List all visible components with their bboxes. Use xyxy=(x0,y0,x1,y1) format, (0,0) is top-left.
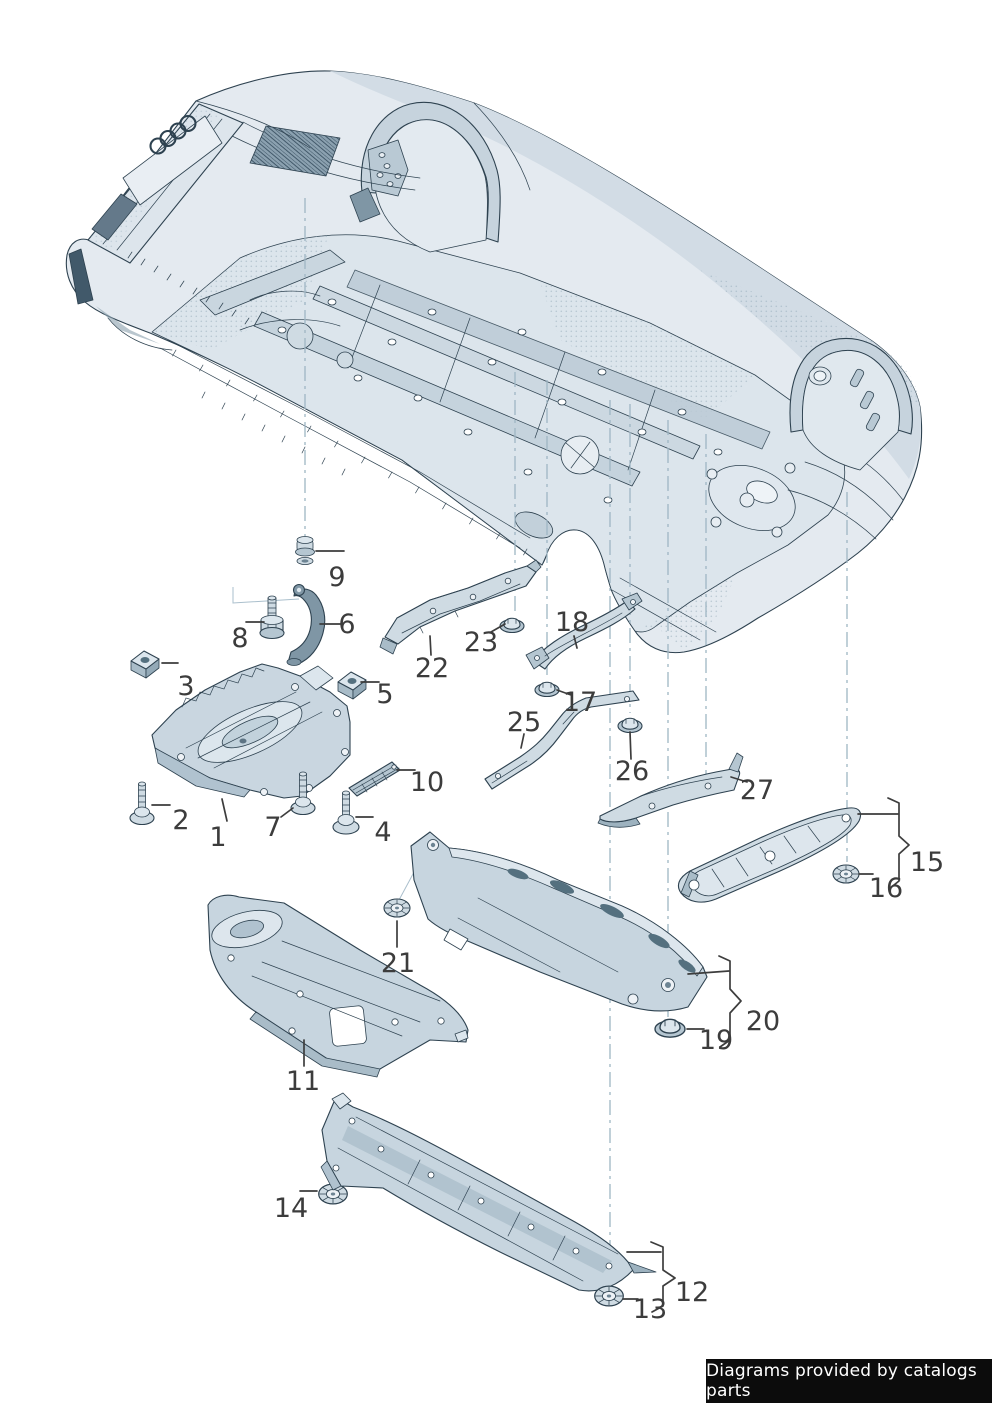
part-18-bracket xyxy=(525,592,643,670)
part-12-underbody-panel-rear xyxy=(320,1092,657,1292)
part-15-underbody-panel-right xyxy=(677,807,862,903)
callout-20: 20 xyxy=(746,1006,780,1037)
footer-text: Diagrams provided by catalogs parts xyxy=(706,1361,977,1401)
part-17-nut xyxy=(534,681,560,698)
callout-22: 22 xyxy=(415,653,449,684)
callout-2: 2 xyxy=(172,805,189,836)
callout-18: 18 xyxy=(555,607,589,638)
callout-5: 5 xyxy=(376,679,393,710)
brace-20 xyxy=(718,955,742,1048)
callout-17: 17 xyxy=(563,687,597,718)
callout-23: 23 xyxy=(464,627,498,658)
part-25-bracket xyxy=(484,690,640,790)
callout-16: 16 xyxy=(869,873,903,904)
part-10-rail xyxy=(348,761,401,797)
callout-14: 14 xyxy=(274,1193,308,1224)
part-22-cross-member xyxy=(379,559,542,655)
part-6-bracket xyxy=(286,583,326,666)
part-2-screw xyxy=(129,781,155,826)
callout-3: 3 xyxy=(177,671,194,702)
callout-15: 15 xyxy=(910,847,944,878)
brace-12 xyxy=(650,1241,676,1313)
part-26-nut xyxy=(617,717,643,734)
callout-7: 7 xyxy=(264,812,281,843)
callout-26: 26 xyxy=(615,756,649,787)
callout-11: 11 xyxy=(286,1066,320,1097)
audi-rings-logo xyxy=(149,114,197,155)
part-16-fastener xyxy=(832,864,860,884)
part-20-underbody-panel-center xyxy=(410,831,708,1012)
callout-10: 10 xyxy=(410,767,444,798)
part-19-nut xyxy=(654,1018,686,1038)
callout-27: 27 xyxy=(740,775,774,806)
part-21-fastener xyxy=(383,898,411,918)
callout-6: 6 xyxy=(338,609,355,640)
part-7-screw xyxy=(290,771,316,816)
car-underbody-illustration xyxy=(65,70,923,654)
part-27-heat-shield-bracket xyxy=(597,752,744,828)
callout-21: 21 xyxy=(381,948,415,979)
part-8-bolt xyxy=(259,595,285,640)
callout-4: 4 xyxy=(374,817,391,848)
callout-25: 25 xyxy=(507,707,541,738)
callout-leader-lines xyxy=(151,550,910,1313)
footer-banner: Diagrams provided by catalogs parts xyxy=(706,1359,992,1403)
brace-15 xyxy=(887,797,910,890)
construction-line xyxy=(232,587,300,604)
part-9-cap-nut xyxy=(295,536,315,566)
callout-9: 9 xyxy=(328,562,345,593)
callout-12: 12 xyxy=(675,1277,709,1308)
callout-19: 19 xyxy=(699,1025,733,1056)
callout-13: 13 xyxy=(633,1294,667,1325)
part-3-clip-nut xyxy=(130,650,160,679)
part-13-fastener xyxy=(594,1285,624,1307)
callout-1: 1 xyxy=(209,822,226,853)
part-4-screw xyxy=(332,790,360,835)
callout-8: 8 xyxy=(231,623,248,654)
callout-labels: 1 2 3 4 5 6 7 8 9 10 11 12 13 14 15 16 1… xyxy=(172,562,944,1325)
part-1-engine-undertray xyxy=(151,663,351,799)
part-11-underbody-panel-left xyxy=(207,894,469,1078)
part-5-clip-nut xyxy=(337,671,367,700)
parts xyxy=(129,536,862,1307)
